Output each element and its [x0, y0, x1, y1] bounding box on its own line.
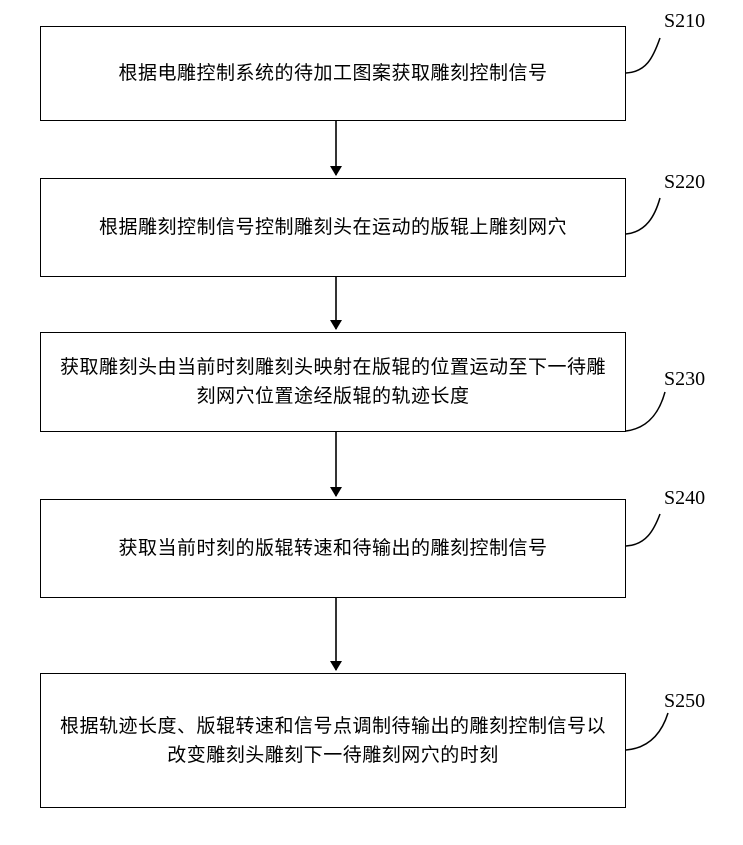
step-box-s250: 根据轨迹长度、版辊转速和信号点调制待输出的雕刻控制信号以改变雕刻头雕刻下一待雕刻… [40, 673, 626, 808]
leader-curve-s230 [625, 391, 666, 432]
step-text-s210: 根据电雕控制系统的待加工图案获取雕刻控制信号 [118, 62, 548, 84]
step-text-s230: 获取雕刻头由当前时刻雕刻头映射在版辊的位置运动至下一待雕刻网穴位置途经版辊的轨迹… [59, 356, 606, 407]
step-box-s220: 根据雕刻控制信号控制雕刻头在运动的版辊上雕刻网穴 [40, 178, 626, 277]
leader-curve-s210 [625, 37, 661, 74]
step-text-s220: 根据雕刻控制信号控制雕刻头在运动的版辊上雕刻网穴 [98, 216, 567, 238]
step-label-s210: S210 [664, 10, 706, 32]
step-label-s240: S240 [664, 487, 706, 509]
step-text-s250: 根据轨迹长度、版辊转速和信号点调制待输出的雕刻控制信号以改变雕刻头雕刻下一待雕刻… [59, 714, 606, 766]
step-label-s220: S220 [664, 171, 706, 193]
step-label-s230: S230 [664, 368, 706, 390]
leader-curve-s250 [625, 712, 669, 751]
step-label-s250: S250 [664, 690, 706, 712]
leader-curve-s220 [625, 197, 661, 235]
leader-curve-s240 [625, 513, 661, 547]
step-text-s240: 获取当前时刻的版辊转速和待输出的雕刻控制信号 [118, 537, 548, 559]
step-box-s240: 获取当前时刻的版辊转速和待输出的雕刻控制信号 [40, 499, 626, 598]
step-box-s230: 获取雕刻头由当前时刻雕刻头映射在版辊的位置运动至下一待雕刻网穴位置途经版辊的轨迹… [40, 332, 626, 432]
step-box-s210: 根据电雕控制系统的待加工图案获取雕刻控制信号 [40, 26, 626, 121]
